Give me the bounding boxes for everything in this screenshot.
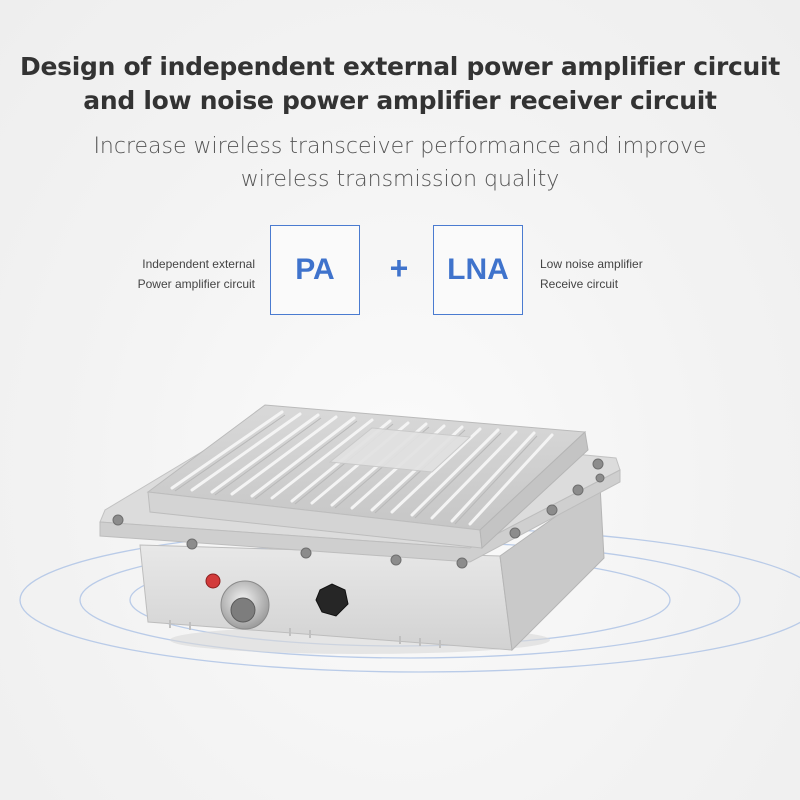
pa-label: PA [295,253,335,286]
right-caption: Low noise amplifier Receive circuit [540,254,643,294]
plus-sign: + [389,250,409,286]
flange-screws [112,458,605,569]
right-caption-line-2: Receive circuit [540,277,619,291]
cable-gland-inner [230,597,256,623]
right-caption-line-1: Low noise amplifier [540,257,643,271]
page-title: Design of independent external power amp… [0,50,800,118]
title-line-2: and low noise power amplifier receiver c… [83,86,717,115]
red-button-port [205,573,221,589]
title-line-1: Design of independent external power amp… [20,52,780,81]
pa-box: PA [270,225,360,315]
page-subtitle: Increase wireless transceiver performanc… [0,130,800,196]
left-caption-line-2: Power amplifier circuit [137,277,255,291]
left-caption: Independent external Power amplifier cir… [138,254,255,294]
black-connector-port [315,583,349,617]
subtitle-line-2: wireless transmission quality [240,167,560,192]
subtitle-line-1: Increase wireless transceiver performanc… [93,134,707,159]
lna-box: LNA [433,225,523,315]
left-caption-line-1: Independent external [142,257,255,271]
lid-center-plate [328,427,472,473]
lna-label: LNA [447,253,509,286]
